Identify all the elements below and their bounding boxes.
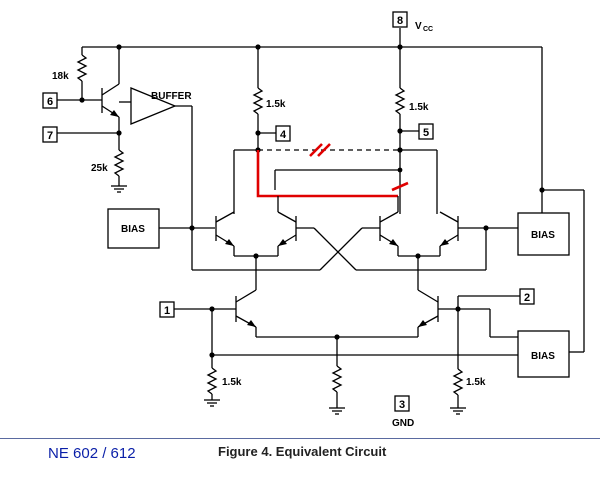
- pin-1-box: 1: [159, 301, 175, 318]
- pin-4-label: 4: [280, 129, 287, 141]
- bias-right-upper-label: BIAS: [531, 230, 555, 241]
- part-number: NE 602 / 612: [48, 445, 136, 462]
- resistor-1k5-collector-right: [394, 47, 406, 150]
- mixer-transistor-q4: [439, 211, 459, 256]
- resistor-25k-label: 25k: [91, 163, 108, 174]
- resistor-1k5-emitter-right: [452, 368, 464, 408]
- pin-6-label: 6: [47, 96, 53, 108]
- mixer-transistor-q2: [277, 196, 297, 256]
- footer-rule: [0, 438, 600, 439]
- pin-8-label: 8: [397, 15, 403, 27]
- resistor-tail-center: [331, 337, 343, 408]
- ground-symbol-right: [450, 407, 466, 415]
- pin-4-box: 4: [275, 125, 291, 142]
- pin-5-box: 5: [418, 123, 434, 140]
- pin-2-label: 2: [524, 292, 530, 304]
- mixer-transistor-q1: [215, 211, 235, 256]
- pin-2-box: 2: [519, 288, 535, 305]
- bias-block-left: BIAS: [107, 208, 160, 249]
- vcc-label-main: V: [415, 21, 422, 32]
- mixer-transistor-q3: [379, 196, 399, 256]
- vcc-label-sub: CC: [423, 26, 433, 33]
- resistor-1k5-right-label: 1.5k: [409, 102, 429, 113]
- figure-caption: Figure 4. Equivalent Circuit: [218, 444, 387, 459]
- buffer-amplifier: [130, 87, 177, 125]
- bias-block-right-upper: BIAS: [517, 212, 570, 256]
- gnd-label: GND: [392, 418, 414, 429]
- ground-symbol-center: [329, 407, 345, 415]
- resistor-1k5-bottom-right-label: 1.5k: [466, 377, 486, 388]
- input-transistor-right: [417, 256, 439, 337]
- pin-8-box: 8: [392, 11, 408, 28]
- resistor-1k5-left-label: 1.5k: [266, 99, 286, 110]
- bias-right-lower-label: BIAS: [531, 351, 555, 362]
- resistor-1k5-bottom-left-label: 1.5k: [222, 377, 242, 388]
- resistor-1k5-emitter-left: [206, 364, 218, 400]
- pin-7-box: 7: [42, 126, 58, 143]
- ground-symbol-osc: [111, 185, 127, 193]
- bias-block-right-lower: BIAS: [517, 330, 570, 378]
- input-transistor-left: [235, 256, 257, 337]
- ground-symbol-left: [204, 399, 220, 407]
- buffer-label: BUFFER: [151, 91, 192, 102]
- pin-7-label: 7: [47, 130, 53, 142]
- pin-3-box: 3: [394, 395, 410, 412]
- resistor-18k-label: 18k: [52, 71, 69, 82]
- pin-5-label: 5: [423, 127, 429, 139]
- pin-1-label: 1: [164, 305, 170, 317]
- red-highlight-trace: [256, 143, 409, 198]
- oscillator-transistor: [101, 47, 120, 133]
- cross-coupling: [192, 227, 487, 271]
- vcc-label: V CC: [415, 21, 433, 33]
- bias-left-label: BIAS: [121, 224, 145, 235]
- resistor-25k: [113, 133, 125, 186]
- pin-6-box: 6: [42, 92, 58, 109]
- resistor-18k: [76, 47, 88, 100]
- vcc-rail: [82, 28, 543, 190]
- pin-3-label: 3: [399, 399, 405, 411]
- collector-bus: [233, 149, 438, 214]
